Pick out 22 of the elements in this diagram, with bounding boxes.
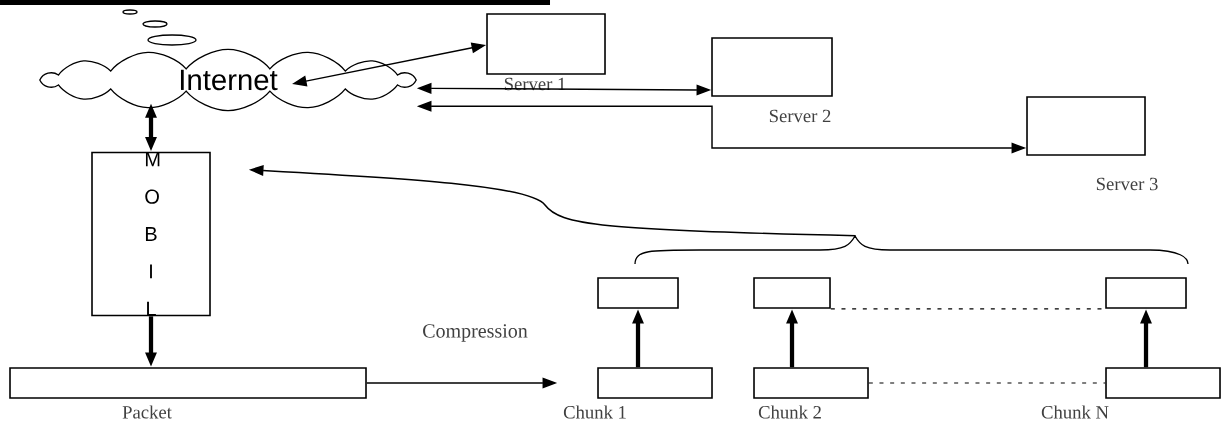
chunk-box [597, 367, 713, 399]
server-box [711, 37, 833, 97]
compressed-chunk-box [753, 277, 831, 309]
cloud: Internet [39, 9, 417, 112]
step-label: Compression [423, 324, 528, 342]
connector-line [830, 308, 1106, 310]
node-caption: Packet [122, 405, 172, 419]
node-caption: Server 2 [769, 109, 831, 123]
packet-box [9, 367, 367, 399]
chunk-box [753, 367, 869, 399]
curly-brace [634, 235, 1189, 265]
connector-line [868, 382, 1106, 384]
node-caption: Chunk N [1041, 405, 1109, 419]
server-box [486, 13, 606, 75]
node-caption: Server 3 [1096, 177, 1158, 191]
compressed-chunk-box [597, 277, 679, 309]
node-caption: Server 1 [504, 77, 566, 91]
chunk-box [1105, 367, 1221, 399]
server-box [1026, 96, 1146, 156]
node-caption: Chunk 2 [758, 405, 821, 419]
compressed-chunk-box [1105, 277, 1187, 309]
node-caption: Chunk 1 [563, 405, 626, 419]
